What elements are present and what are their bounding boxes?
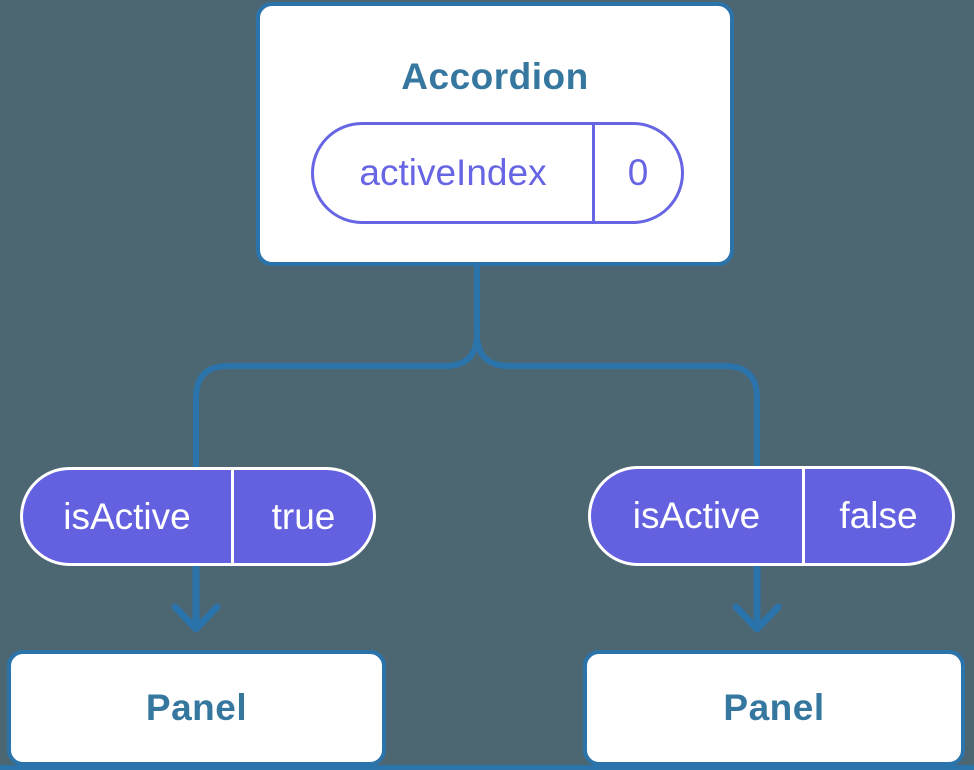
accordion-node-title: Accordion: [401, 56, 589, 97]
prop-pill-value: false: [802, 469, 952, 563]
state-pill-label: activeIndex: [359, 152, 547, 193]
state-pill-value: 0: [592, 125, 681, 221]
down-arrow-left-icon: [171, 551, 221, 633]
state-pill-activeindex: activeIndex 0: [311, 122, 684, 224]
prop-pill-value: true: [231, 470, 373, 563]
tree-branch-left-connector: [193, 262, 480, 473]
panel-component-node-left: Panel: [7, 650, 386, 766]
accordion-component-node: Accordion activeIndex 0: [256, 2, 734, 266]
prop-pill-label: isActive: [632, 495, 761, 536]
down-arrow-right-icon: [732, 553, 782, 633]
prop-pill-isactive-true: isActive true: [20, 467, 376, 566]
tree-branch-right-connector: [474, 262, 760, 473]
panel-component-node-right: Panel: [583, 650, 965, 766]
prop-pill-isactive-false: isActive false: [588, 466, 955, 566]
prop-pill-label: isActive: [63, 495, 191, 537]
